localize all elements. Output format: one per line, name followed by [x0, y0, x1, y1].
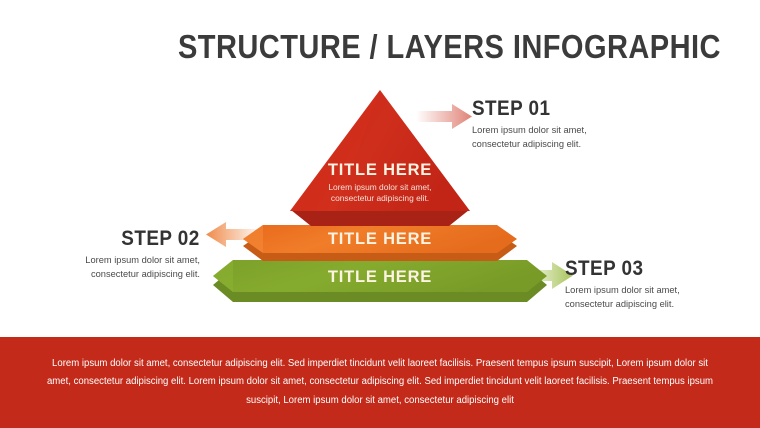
pyramid-layer-bottom[interactable]: TITLE HERE	[213, 260, 547, 302]
step-03-description: Lorem ipsum dolor sit amet, consectetur …	[565, 284, 680, 311]
arrow-right-green-icon	[520, 262, 573, 289]
pyramid-layer-bottom-title: TITLE HERE	[328, 268, 432, 286]
step-01-title: STEP 01	[472, 97, 551, 120]
footer-band: Lorem ipsum dolor sit amet, consectetur …	[0, 337, 760, 428]
pyramid-layer-top[interactable]: TITLE HERE Lorem ipsum dolor sit amet, c…	[290, 90, 470, 226]
pyramid-layer-top-title: TITLE HERE	[328, 161, 432, 179]
step-03-description-line-1: Lorem ipsum dolor sit amet,	[565, 285, 680, 296]
step-01-description-line-1: Lorem ipsum dolor sit amet,	[472, 125, 587, 136]
footer-text: Lorem ipsum dolor sit amet, consectetur …	[46, 358, 714, 406]
step-02-title: STEP 02	[121, 227, 200, 250]
pyramid-layer-middle[interactable]: TITLE HERE	[243, 225, 517, 261]
step-02-block[interactable]: STEP 02 Lorem ipsum dolor sit amet, cons…	[85, 227, 200, 281]
step-02-description: Lorem ipsum dolor sit amet, consectetur …	[85, 254, 200, 281]
step-01-description: Lorem ipsum dolor sit amet, consectetur …	[472, 124, 587, 151]
pyramid-diagram: TITLE HERE TITLE HERE TITLE HERE Lorem i…	[0, 80, 760, 320]
page-title: STRUCTURE / LAYERS INFOGRAPHIC	[178, 28, 721, 65]
step-02-description-line-2: consectetur adipiscing elit.	[90, 268, 200, 279]
step-03-description-line-2: consectetur adipiscing elit.	[565, 298, 675, 309]
step-01-description-line-2: consectetur adipiscing elit.	[472, 138, 582, 149]
pyramid-layer-top-subtitle-line-1: Lorem ipsum dolor sit amet,	[328, 182, 431, 192]
step-03-title: STEP 03	[565, 257, 644, 280]
arrow-right-red-icon	[416, 104, 472, 129]
arrow-left-orange-icon	[206, 222, 262, 247]
step-02-description-line-1: Lorem ipsum dolor sit amet,	[85, 255, 200, 266]
step-03-block[interactable]: STEP 03 Lorem ipsum dolor sit amet, cons…	[565, 257, 680, 311]
pyramid-layer-middle-title: TITLE HERE	[328, 230, 432, 248]
pyramid-layer-top-subtitle-line-2: consectetur adipiscing elit.	[331, 193, 429, 203]
step-01-block[interactable]: STEP 01 Lorem ipsum dolor sit amet, cons…	[472, 97, 587, 151]
